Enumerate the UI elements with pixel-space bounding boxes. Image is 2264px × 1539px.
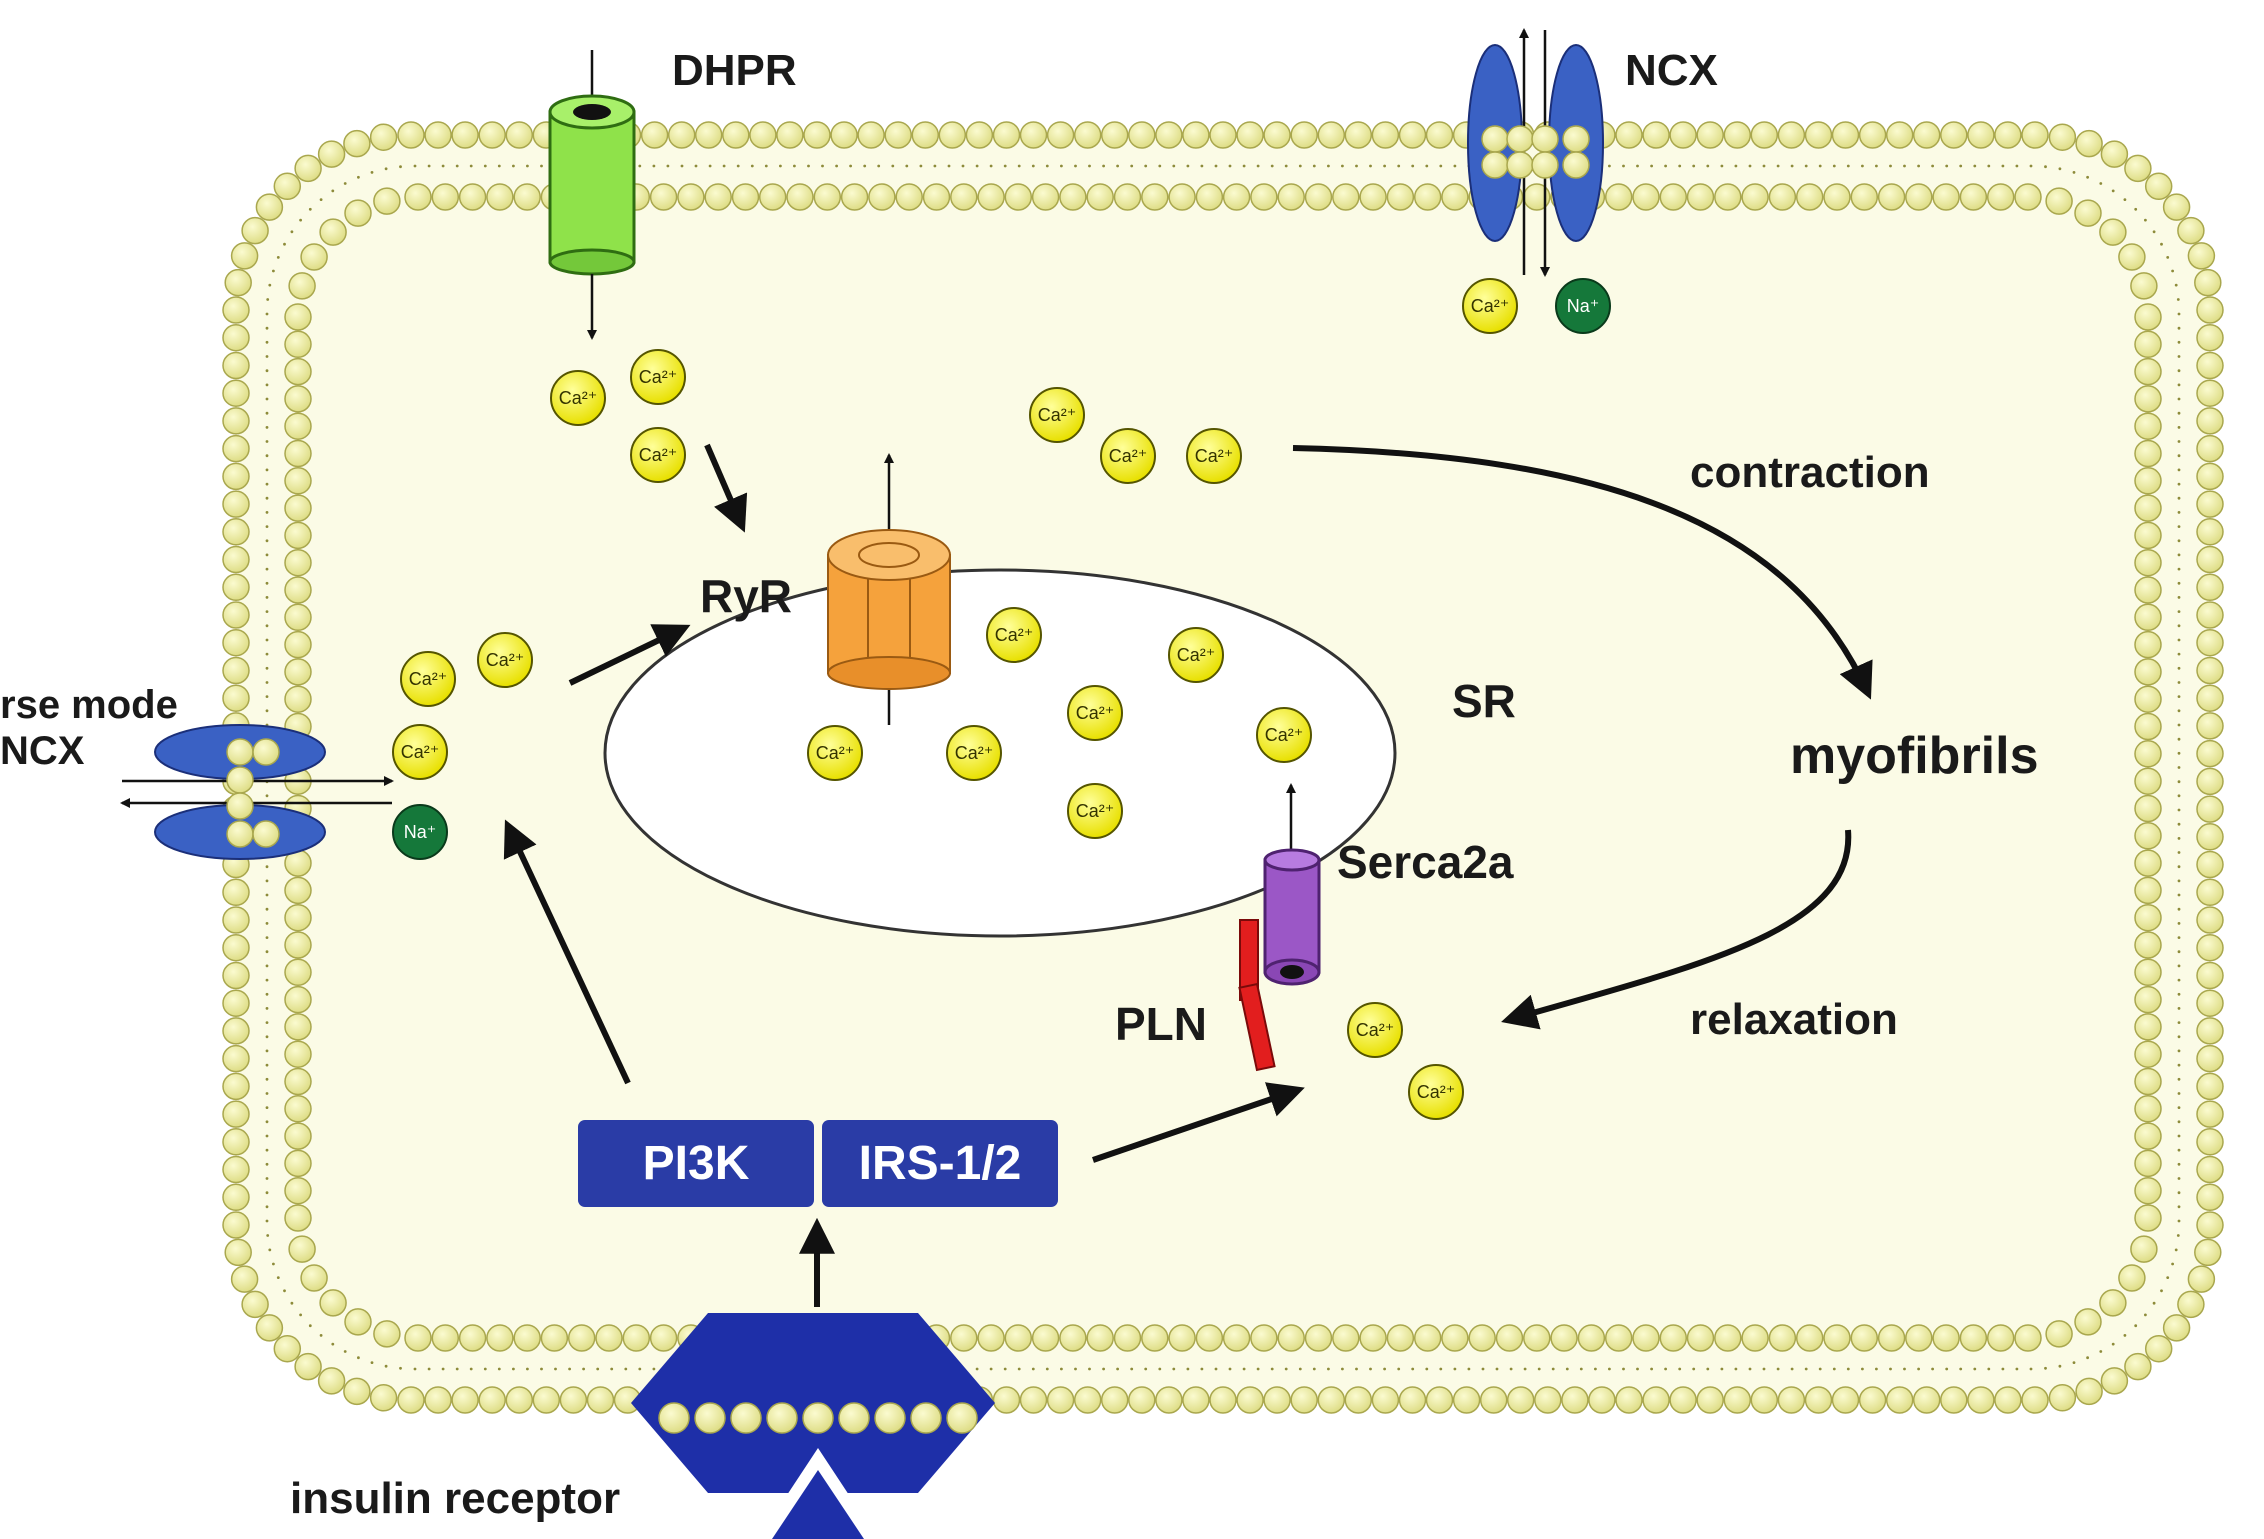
ca-ion-label: Ca²⁺ [1471, 296, 1510, 316]
ca-ion-icon: Ca²⁺ [550, 370, 606, 426]
ca-ion-icon: Ca²⁺ [807, 725, 863, 781]
ca-ion-label: Ca²⁺ [401, 742, 440, 762]
serca2a-label: Serca2a [1337, 836, 1514, 888]
ca-ion-label: Ca²⁺ [1356, 1020, 1395, 1040]
ca-ion-label: Ca²⁺ [1038, 405, 1077, 425]
pi3k-to-ncx-arrow [503, 819, 631, 1085]
ca-ion-icon: Ca²⁺ [1067, 783, 1123, 839]
myofibrils-label: myofibrils [1790, 727, 2039, 785]
insulin-receptor-icon [631, 1313, 995, 1539]
irs-box: IRS-1/2 [822, 1120, 1058, 1207]
ryr-label: RyR [700, 570, 792, 622]
ca-ion-label: Ca²⁺ [1177, 645, 1216, 665]
contraction-label: contraction [1690, 448, 1930, 497]
ca-ion-label: Ca²⁺ [816, 743, 855, 763]
ryr-channel-icon [827, 453, 951, 725]
ca-ion-label: Ca²⁺ [1076, 703, 1115, 723]
contraction-arrow [1292, 445, 1873, 700]
na-ion-icon: Na⁺ [392, 804, 448, 860]
na-ion-icon: Na⁺ [1555, 278, 1611, 334]
ca-ion-icon: Ca²⁺ [1186, 428, 1242, 484]
ca-ion-icon: Ca²⁺ [1347, 1002, 1403, 1058]
insulin-receptor-label: insulin receptor [290, 1474, 620, 1523]
serca2a-pump-icon [1263, 783, 1321, 986]
ca-ion-label: Ca²⁺ [1076, 801, 1115, 821]
ca-ion-icon: Ca²⁺ [392, 724, 448, 780]
ca-ion-icon: Ca²⁺ [1462, 278, 1518, 334]
dhpr-to-ryr-arrow [704, 443, 748, 533]
ncx-left-label: NCX [0, 729, 85, 773]
ca-ion-icon: Ca²⁺ [1029, 387, 1085, 443]
pathway-arrows [503, 443, 1873, 1307]
ncx-top-label: NCX [1625, 46, 1718, 95]
ca-ion-icon: Ca²⁺ [986, 607, 1042, 663]
ca-ion-icon: Ca²⁺ [630, 349, 686, 405]
pln-label: PLN [1115, 998, 1207, 1050]
ca-ion-label: Ca²⁺ [486, 650, 525, 670]
dhpr-channel-icon [548, 50, 636, 340]
ca-ion-label: Ca²⁺ [559, 388, 598, 408]
ca-ion-label: Ca²⁺ [639, 367, 678, 387]
ncx-to-ryr-arrow [568, 624, 691, 686]
ca-ion-label: Ca²⁺ [1417, 1082, 1456, 1102]
ca-ion-icon: Ca²⁺ [1100, 428, 1156, 484]
ca-ion-icon: Ca²⁺ [1408, 1064, 1464, 1120]
relaxation-arrow [1501, 829, 1852, 1030]
sr-label: SR [1452, 675, 1516, 727]
pln-icon [1238, 919, 1276, 1072]
ca-ion-label: Ca²⁺ [1109, 446, 1148, 466]
pi3k-box: PI3K [578, 1120, 814, 1207]
ion-layer: Ca²⁺ Ca²⁺ Ca²⁺ Ca²⁺ Ca²⁺ Ca²⁺ Ca²⁺ Ca²⁺ Ca²⁺ Ca²⁺… [226, 125, 1611, 1434]
ca-ion-label: Ca²⁺ [955, 743, 994, 763]
ca-ion-icon: Ca²⁺ [946, 725, 1002, 781]
ca-ion-label: Ca²⁺ [409, 669, 448, 689]
ca-ion-label: Ca²⁺ [639, 445, 678, 465]
dhpr-label: DHPR [672, 46, 797, 95]
na-ion-label: Na⁺ [1567, 296, 1600, 316]
ca-ion-icon: Ca²⁺ [1256, 707, 1312, 763]
ca-ion-icon: Ca²⁺ [400, 651, 456, 707]
irs-to-serca-arrow [1092, 1082, 1305, 1163]
ca-ion-icon: Ca²⁺ [1168, 627, 1224, 683]
relaxation-label: relaxation [1690, 995, 1898, 1044]
irs-label: IRS-1/2 [859, 1137, 1022, 1190]
ca-ion-label: Ca²⁺ [1195, 446, 1234, 466]
ca-ion-icon: Ca²⁺ [477, 632, 533, 688]
ca-ion-label: Ca²⁺ [995, 625, 1034, 645]
na-ion-label: Na⁺ [404, 822, 437, 842]
ca-ion-label: Ca²⁺ [1265, 725, 1304, 745]
ca-ion-icon: Ca²⁺ [1067, 685, 1123, 741]
ca-ion-icon: Ca²⁺ [630, 427, 686, 483]
reverse-mode-label: rse mode [0, 683, 178, 727]
pi3k-label: PI3K [643, 1137, 750, 1190]
